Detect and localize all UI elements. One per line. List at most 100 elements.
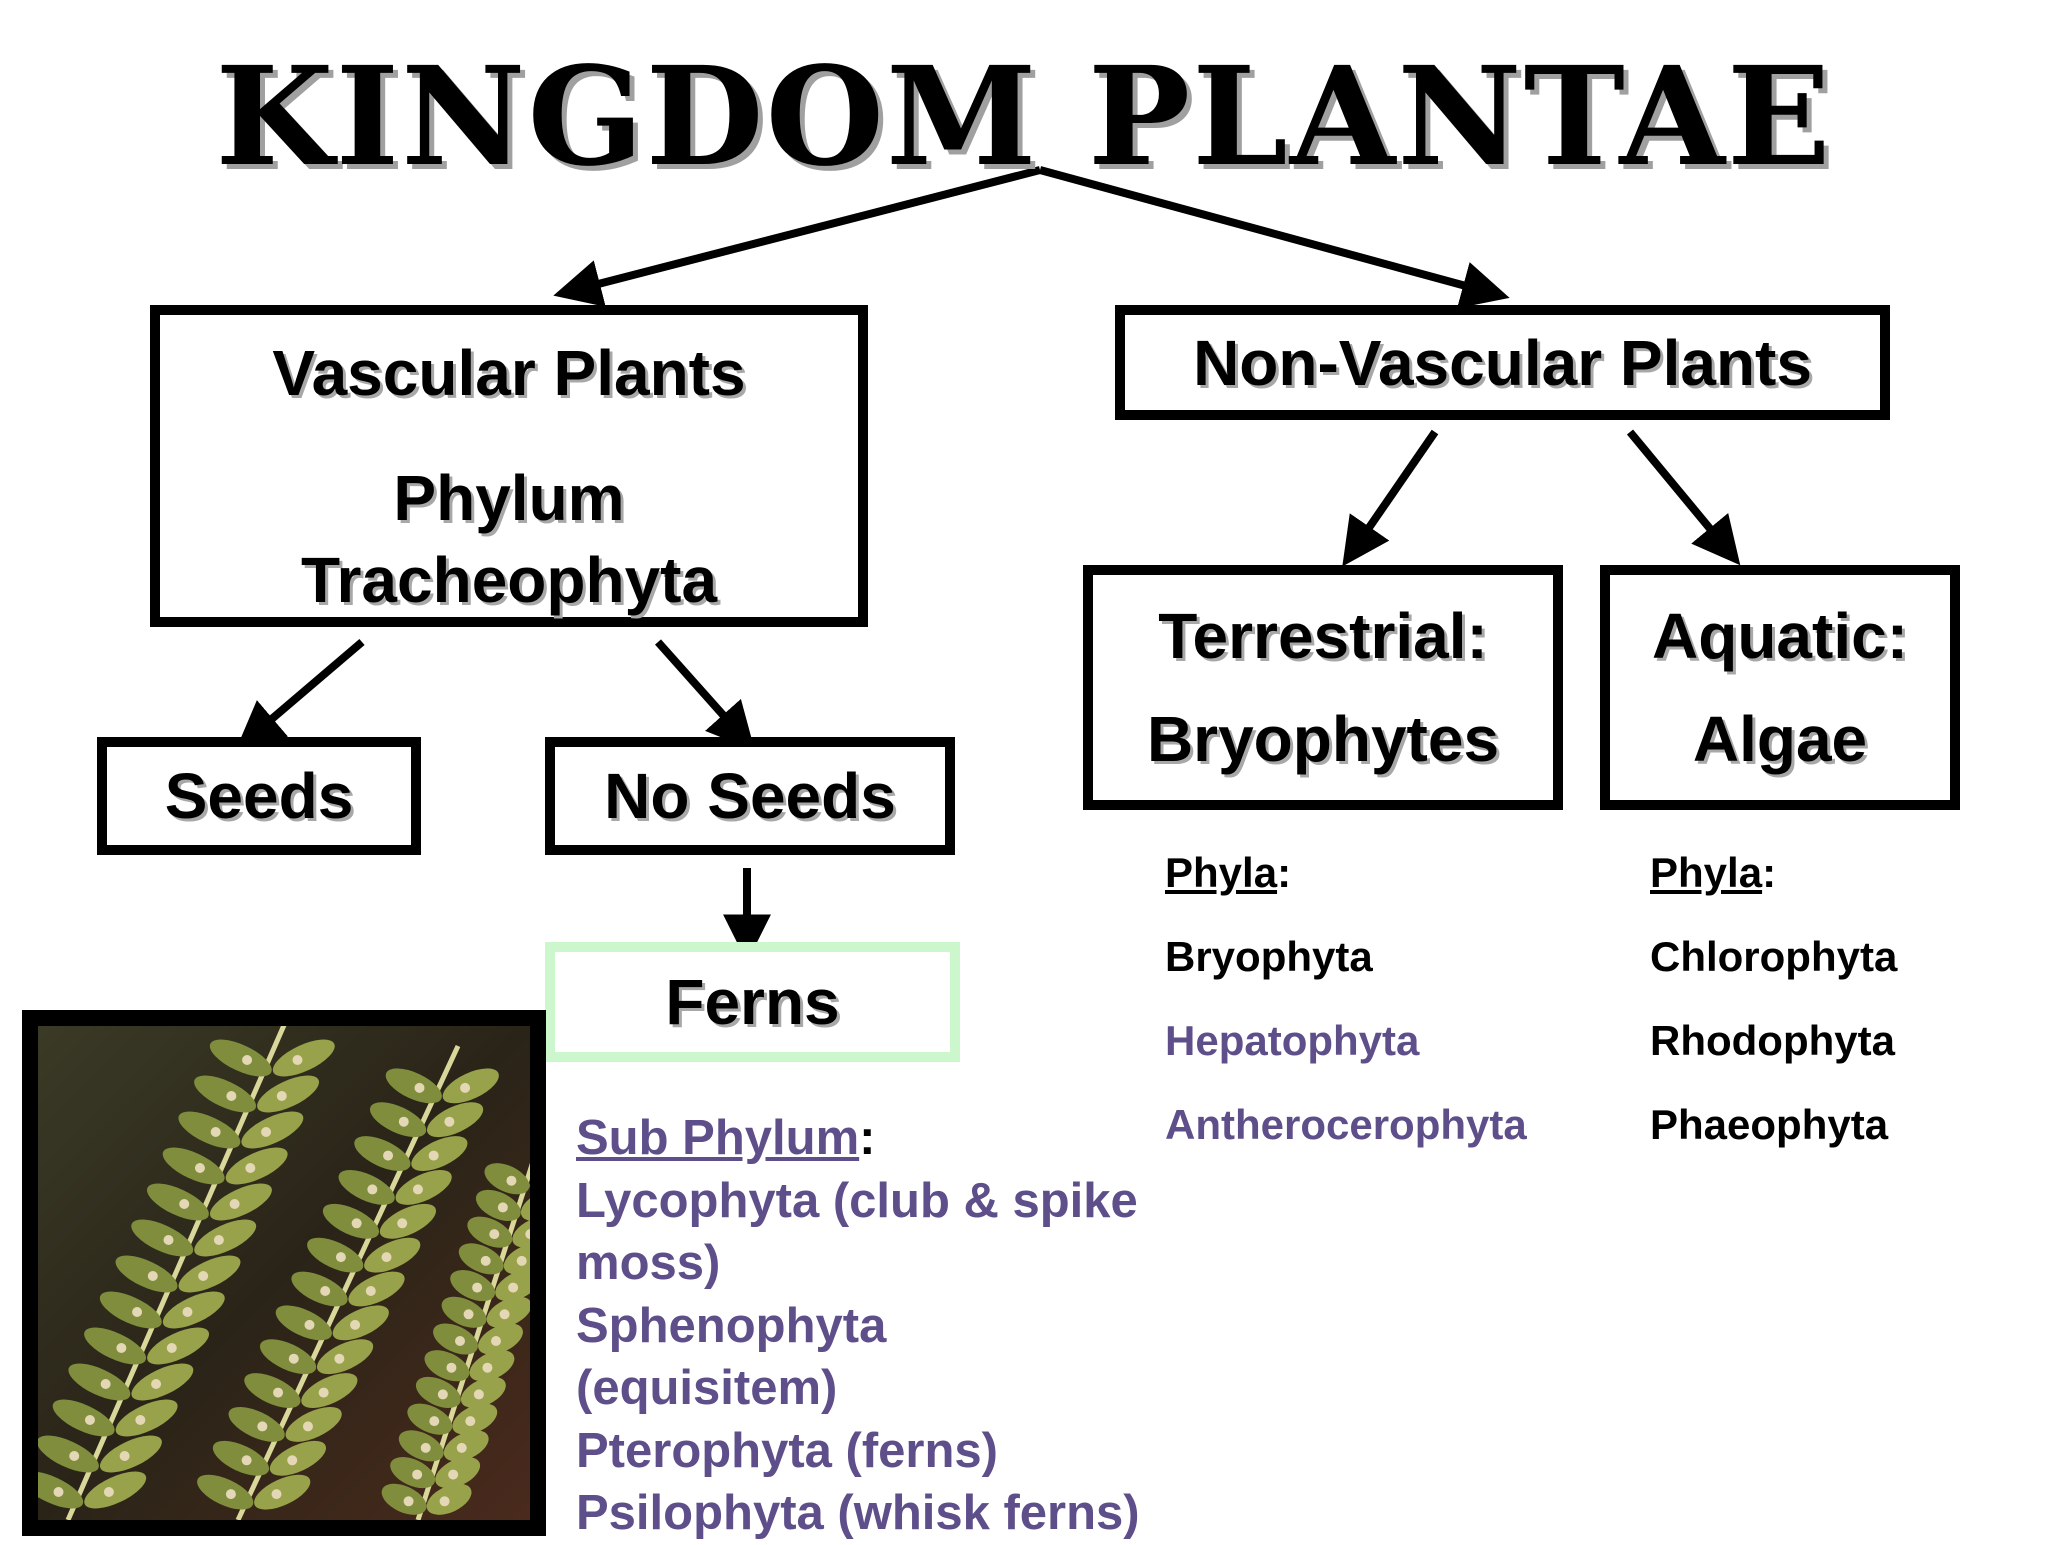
- fern-sorus: [412, 1469, 423, 1480]
- fern-sorus: [460, 1082, 471, 1093]
- fern-sorus: [226, 1091, 237, 1101]
- fern-sorus: [480, 1255, 491, 1266]
- fern-sorus: [350, 1319, 361, 1330]
- fern-sorus: [147, 1271, 158, 1281]
- fern-sorus: [497, 1202, 508, 1213]
- fern-leaflet: [228, 1406, 285, 1442]
- fern-sorus: [288, 1353, 299, 1364]
- fern-leaflet: [178, 1111, 241, 1149]
- fern-sorus: [334, 1353, 345, 1364]
- fern-sorus: [261, 1127, 272, 1137]
- list-item: Chlorophyta: [1650, 933, 1898, 980]
- fern-sorus: [465, 1416, 476, 1427]
- fern-sorus: [489, 1229, 500, 1240]
- list-item: Sphenophyta: [576, 1298, 887, 1353]
- sub-phylum-list: Sub Phylum: Lycophyta (club & spike moss…: [576, 1107, 1140, 1545]
- fern-sorus: [84, 1415, 95, 1425]
- fern-leaflet: [322, 1203, 380, 1239]
- aquatic-box: Aquatic: Algae: [1600, 565, 1960, 810]
- list-item: Psilophyta (whisk ferns): [576, 1486, 1140, 1540]
- phyla-heading: Phyla:: [1165, 849, 1292, 896]
- vascular-phylum-name: Tracheophyta: [300, 544, 718, 616]
- arrow-to-noseeds: [655, 639, 755, 751]
- no-seeds-box: No Seeds: [545, 737, 955, 855]
- fern-leaflet: [115, 1399, 178, 1437]
- fern-sorus: [302, 1421, 313, 1432]
- fern-leaflet: [354, 1136, 411, 1172]
- ferns-label: Ferns: [665, 966, 840, 1038]
- fern-sorus: [132, 1307, 143, 1317]
- fern-sorus: [420, 1442, 431, 1453]
- fern-sorus: [245, 1163, 256, 1173]
- fern-sorus: [383, 1150, 394, 1161]
- fern-sorus: [398, 1116, 409, 1127]
- fern-leaflet: [84, 1471, 147, 1509]
- vascular-label: Vascular Plants: [272, 337, 746, 409]
- fern-sorus: [472, 1282, 483, 1293]
- fern-leaflet: [385, 1068, 442, 1104]
- fern-sorus: [463, 1309, 474, 1320]
- fern-leaflet: [301, 1373, 358, 1409]
- fern-leaflet: [131, 1363, 194, 1401]
- fern-sorus: [179, 1199, 190, 1209]
- fern-fronds: [38, 1026, 530, 1520]
- aquatic-label: Aquatic:: [1652, 600, 1908, 673]
- fern-sorus: [304, 1319, 315, 1330]
- fern-leaflet: [194, 1075, 257, 1113]
- fern-sorus: [257, 1421, 268, 1432]
- fern-leaflet: [241, 1111, 304, 1149]
- page-title: KINGDOM PLANTAE: [215, 37, 1833, 197]
- fern-sorus: [412, 1184, 423, 1195]
- list-item: Bryophyta: [1165, 933, 1373, 980]
- fern-sorus: [429, 1416, 440, 1427]
- fern-leaflet: [209, 1039, 272, 1077]
- seeds-box: Seeds: [97, 737, 421, 855]
- fern-sorus: [198, 1271, 209, 1281]
- fern-sorus: [210, 1127, 221, 1137]
- fern-sorus: [351, 1218, 362, 1229]
- fern-sorus: [318, 1387, 329, 1398]
- fern-sorus: [135, 1415, 146, 1425]
- fern-sorus: [103, 1487, 114, 1497]
- fern-sorus: [273, 1387, 284, 1398]
- fern-leaflet: [272, 1039, 335, 1077]
- fern-sorus: [448, 1469, 459, 1480]
- vascular-phylum-label: Phylum: [393, 462, 625, 534]
- fern-sorus: [335, 1252, 346, 1263]
- fern-sorus: [229, 1199, 240, 1209]
- terrestrial-phyla-list: Phyla: Bryophyta Hepatophyta Antherocero…: [1165, 848, 1527, 1184]
- fern-sorus: [116, 1343, 127, 1353]
- fern-leaflet: [162, 1147, 225, 1185]
- fern-leaflet: [162, 1291, 225, 1329]
- terrestrial-label: Terrestrial:: [1158, 600, 1488, 673]
- no-seeds-label: No Seeds: [604, 760, 896, 832]
- fern-sorus: [482, 1362, 493, 1373]
- fern-leaflet: [442, 1068, 499, 1104]
- fern-leaflet: [411, 1136, 468, 1172]
- list-item: (equisitem): [576, 1361, 838, 1415]
- fern-leaflet: [316, 1339, 374, 1375]
- fern-leaflet: [364, 1237, 421, 1273]
- fern-sorus: [506, 1175, 517, 1186]
- fern-sorus: [381, 1252, 392, 1263]
- fern-leaflet: [99, 1291, 162, 1329]
- fern-sorus: [53, 1487, 64, 1497]
- fern-leaflet: [52, 1399, 115, 1437]
- non-vascular-label: Non-Vascular Plants: [1193, 326, 1812, 399]
- fern-leaflet: [379, 1203, 437, 1239]
- fern-sorus: [225, 1489, 236, 1500]
- fern-leaflet: [38, 1471, 84, 1509]
- fern-sorus: [439, 1496, 450, 1507]
- fern-sorus: [491, 1336, 501, 1346]
- fern-leaflet: [147, 1327, 210, 1365]
- ferns-box: Ferns: [545, 942, 960, 1062]
- fern-sorus: [166, 1343, 177, 1353]
- fern-leaflet: [225, 1147, 288, 1185]
- fern-sorus: [241, 1455, 252, 1466]
- fern-leaflet: [426, 1102, 484, 1138]
- fern-leaflet: [395, 1169, 452, 1205]
- fern-sorus: [242, 1055, 253, 1065]
- fern-sorus: [525, 1229, 530, 1240]
- fern-sorus: [414, 1082, 425, 1093]
- fern-leaflet: [338, 1169, 395, 1205]
